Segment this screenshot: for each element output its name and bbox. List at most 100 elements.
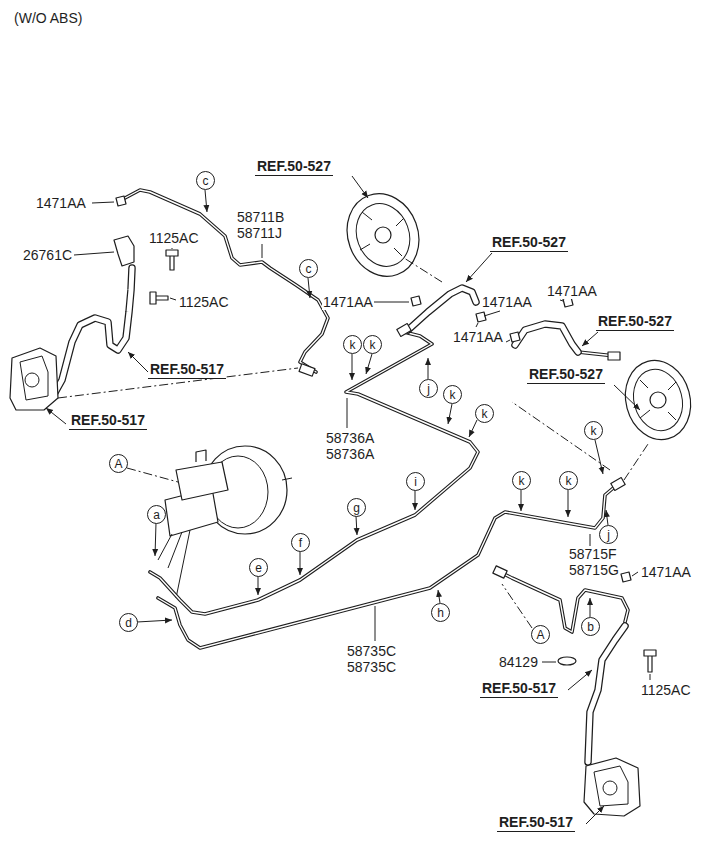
clip — [116, 196, 126, 206]
ref-arrow — [614, 385, 640, 410]
callout-circle: i — [406, 472, 425, 491]
leader-line — [476, 323, 478, 327]
callout-letter: k — [350, 339, 356, 351]
callout-letter: j — [607, 529, 610, 541]
part-number: 1471AA — [452, 329, 504, 345]
reference-label: REF.50-517 — [480, 680, 558, 698]
callout-arrow — [205, 190, 207, 212]
dash-line — [502, 584, 532, 628]
plate-hub — [375, 227, 391, 243]
callout-circle: j — [419, 379, 438, 398]
part-number: 84129 — [498, 654, 539, 670]
callout-arrow — [595, 440, 603, 474]
bolt — [166, 250, 178, 270]
brake-hose — [515, 324, 578, 352]
leader-line — [632, 572, 638, 576]
callout-arrow — [590, 598, 591, 617]
reference-label: REF.50-527 — [490, 234, 568, 252]
part-number: 58711B — [236, 209, 285, 225]
reference-label: REF.50-517 — [148, 361, 226, 379]
leader-line — [375, 606, 376, 641]
callout-circle: b — [581, 617, 600, 636]
callout-circle: k — [443, 385, 462, 404]
leader-line — [262, 244, 263, 258]
brake-hose — [408, 288, 476, 330]
callout-arrow — [606, 510, 608, 525]
callout-circle: c — [299, 259, 318, 278]
ref-arrow — [582, 332, 598, 346]
callout-circle: g — [347, 498, 366, 517]
callout-circle: c — [196, 171, 215, 190]
callout-arrow — [428, 358, 429, 379]
part-number: 58736A — [325, 446, 375, 462]
callout-letter: c — [203, 175, 209, 187]
clips — [116, 196, 631, 582]
callout-arrow — [448, 404, 452, 424]
callout-letter: k — [519, 475, 525, 487]
brake-pipe — [125, 190, 328, 372]
callout-circle: A — [109, 454, 128, 473]
leader-line — [506, 340, 510, 342]
callout-arrow — [258, 576, 259, 595]
diagram-title: (W/O ABS) — [14, 10, 82, 26]
reference-label: REF.50-527 — [527, 366, 605, 384]
callout-arrows — [137, 190, 608, 622]
caliper-detail — [20, 356, 48, 400]
part-number: 58736A — [325, 430, 375, 446]
callout-letter: e — [255, 562, 262, 574]
callout-letter: b — [587, 621, 594, 633]
fittings — [299, 324, 625, 579]
outlet-line — [158, 530, 190, 598]
part-number: 1471AA — [481, 294, 533, 310]
plate-ring — [627, 364, 689, 436]
part-number: 1125AC — [148, 230, 200, 246]
part-number: 1471AA — [322, 294, 374, 310]
callout-letter: k — [370, 339, 376, 351]
fitting — [397, 324, 411, 337]
leader-line — [374, 302, 409, 303]
bolts — [150, 250, 656, 672]
clip — [510, 332, 520, 342]
callout-arrow — [438, 590, 440, 603]
part-number: 1125AC — [640, 682, 692, 698]
dash-line — [127, 468, 178, 482]
callout-circle: k — [559, 471, 578, 490]
reference-label: REF.50-527 — [255, 158, 333, 176]
callout-arrow — [352, 354, 353, 380]
clip — [411, 296, 421, 306]
brake-hose — [588, 626, 625, 762]
part-number: 58735C — [346, 643, 397, 659]
reservoir — [176, 462, 228, 500]
reference-arrows — [46, 176, 640, 824]
brake-pipe — [158, 484, 618, 648]
reference-label: REF.50-527 — [596, 313, 674, 331]
ref-arrow — [352, 176, 368, 198]
callout-arrow — [568, 490, 569, 517]
brake-pipes — [125, 190, 628, 648]
caliper-body — [10, 348, 58, 410]
callout-letter: i — [414, 476, 417, 488]
callout-circle: f — [291, 533, 310, 552]
relation-lines — [58, 258, 648, 628]
callout-letter: h — [437, 607, 444, 619]
part-number: 26761C — [22, 247, 73, 263]
leader-line — [590, 534, 591, 546]
master-cylinder — [158, 450, 228, 598]
dash-line — [512, 402, 610, 470]
caliper-body — [584, 758, 640, 816]
dash-line — [404, 258, 442, 282]
leader-line — [170, 298, 176, 300]
bolt — [644, 650, 656, 672]
callout-arrow — [137, 620, 172, 622]
plate-hub — [650, 392, 666, 408]
leader-line — [560, 300, 563, 301]
callout-letter: A — [536, 629, 544, 641]
fitting — [611, 478, 625, 491]
fitting — [299, 364, 315, 376]
brake-hose — [515, 324, 578, 352]
bolt — [150, 292, 168, 304]
leader-line — [74, 252, 114, 255]
brake-hoses — [52, 268, 625, 762]
callout-arrow — [300, 551, 301, 575]
